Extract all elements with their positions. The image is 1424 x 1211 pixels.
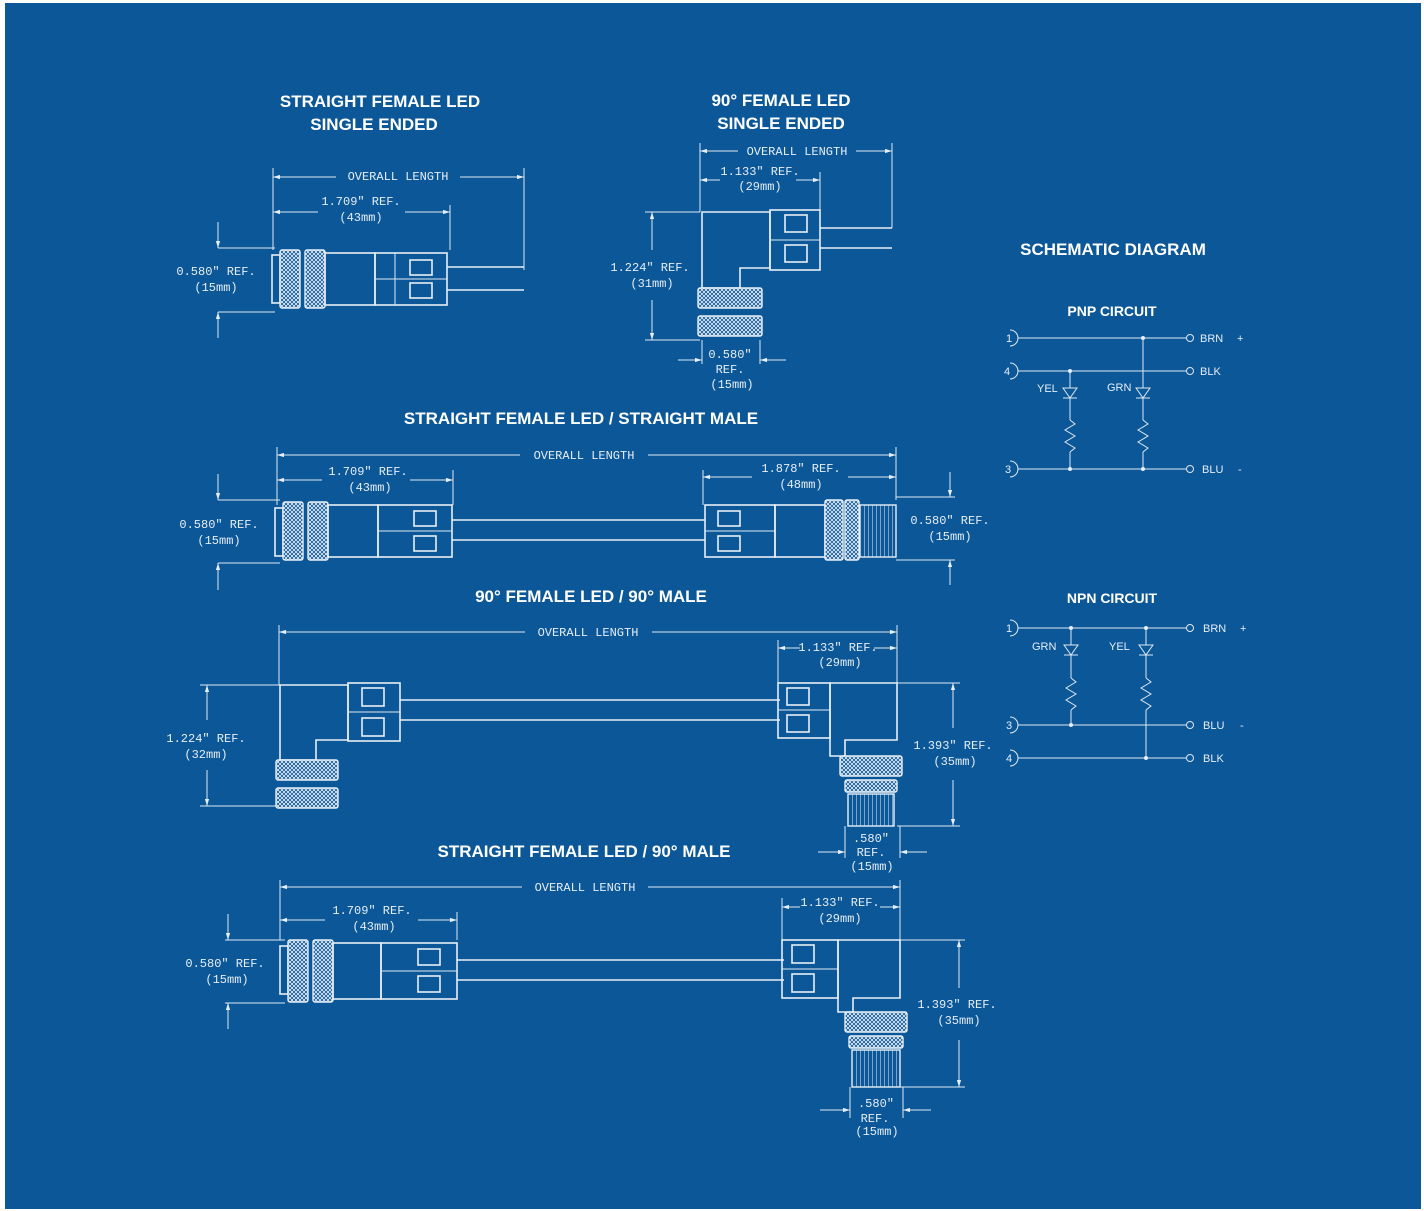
pnp-pin-4: 4 (1004, 366, 1010, 378)
right-diameter-ref-mm: (15mm) (928, 530, 971, 544)
diameter-ref: 0.580" (708, 348, 751, 362)
pnp-led-yel: YEL (1037, 383, 1058, 395)
left-diameter-ref: 0.580" REF. (185, 957, 264, 971)
ninety-female-single-ended: 90° FEMALE LED SINGLE ENDED OVERALL LENG… (610, 91, 893, 392)
left-diameter-ref-mm: (15mm) (197, 534, 240, 548)
ninety-female-ninety-male: 90° FEMALE LED / 90° MALE OVERALL LENGTH… (166, 587, 992, 874)
left-height-ref: 1.224" REF. (166, 732, 245, 746)
npn-led-grn: GRN (1032, 641, 1057, 653)
npn-wire-blk: BLK (1203, 753, 1224, 765)
npn-title: NPN CIRCUIT (1067, 590, 1158, 606)
npn-minus: - (1240, 720, 1244, 732)
left-length-ref: 1.709" REF. (328, 465, 407, 479)
npn-circuit: NPN CIRCUIT 1 3 4 BRN + BLU - BLK (1006, 590, 1246, 767)
diameter-ref-mm: (15mm) (194, 281, 237, 295)
right-height-ref-mm: (35mm) (937, 1014, 980, 1028)
right-length-ref-mm: (29mm) (818, 912, 861, 926)
npn-pin-3: 3 (1006, 720, 1012, 732)
pnp-wire-blu: BLU (1202, 464, 1223, 476)
npn-wire-brn: BRN (1203, 623, 1226, 635)
right-height-ref: 1.393" REF. (917, 998, 996, 1012)
overall-length-label: OVERALL LENGTH (535, 881, 636, 895)
section-title: STRAIGHT FEMALE LED / 90° MALE (438, 842, 731, 861)
right-length-ref: 1.133" REF. (800, 896, 879, 910)
diameter-ref-mm: (15mm) (850, 860, 893, 874)
length-ref: 1.709" REF. (321, 195, 400, 209)
pnp-plus: + (1237, 333, 1243, 345)
diameter-ref-label: REF. (857, 846, 886, 860)
right-length-ref-mm: (48mm) (779, 478, 822, 492)
length-ref-mm: (29mm) (738, 180, 781, 194)
title-line-1: STRAIGHT FEMALE LED (280, 92, 480, 111)
npn-pin-4: 4 (1006, 753, 1012, 765)
straight-female-ninety-male: STRAIGHT FEMALE LED / 90° MALE OVERALL L… (185, 842, 996, 1139)
diameter-ref-label: REF. (861, 1112, 890, 1126)
height-ref-mm: (31mm) (630, 277, 673, 291)
left-diameter-ref: 0.580" REF. (179, 518, 258, 532)
length-ref-mm: (43mm) (339, 211, 382, 225)
right-height-ref-mm: (35mm) (933, 755, 976, 769)
pnp-led-grn: GRN (1107, 382, 1132, 394)
left-length-ref-mm: (43mm) (348, 481, 391, 495)
blueprint-background (5, 3, 1421, 1209)
overall-length-label: OVERALL LENGTH (348, 170, 449, 184)
npn-wire-blu: BLU (1203, 720, 1224, 732)
left-length-ref: 1.709" REF. (332, 904, 411, 918)
npn-plus: + (1240, 623, 1246, 635)
pnp-wire-blk: BLK (1200, 366, 1221, 378)
title-line-1: 90° FEMALE LED (711, 91, 850, 110)
pnp-wire-brn: BRN (1200, 333, 1223, 345)
section-title: 90° FEMALE LED / 90° MALE (475, 587, 707, 606)
overall-length-label: OVERALL LENGTH (747, 145, 848, 159)
npn-led-yel: YEL (1109, 641, 1130, 653)
length-ref: 1.133" REF. (720, 165, 799, 179)
right-diameter-ref: 0.580" REF. (910, 514, 989, 528)
pnp-pin-1: 1 (1006, 333, 1012, 345)
left-length-ref-mm: (43mm) (352, 920, 395, 934)
left-height-ref-mm: (32mm) (184, 748, 227, 762)
title-line-2: SINGLE ENDED (310, 115, 438, 134)
diameter-ref-mm: (15mm) (710, 378, 753, 392)
overall-length-label: OVERALL LENGTH (538, 626, 639, 640)
schematic-diagram: SCHEMATIC DIAGRAM PNP CIRCUIT 1 4 3 BRN … (1004, 240, 1246, 767)
diameter-ref: .580" (853, 832, 889, 846)
pnp-pin-3: 3 (1005, 464, 1011, 476)
schematic-title: SCHEMATIC DIAGRAM (1020, 240, 1206, 259)
diameter-ref-mm: (15mm) (855, 1125, 898, 1139)
length-ref-mm: (29mm) (818, 656, 861, 670)
pnp-title: PNP CIRCUIT (1067, 303, 1157, 319)
overall-length-label: OVERALL LENGTH (534, 449, 635, 463)
title-line-2: SINGLE ENDED (717, 114, 845, 133)
diameter-ref: .580" (858, 1097, 894, 1111)
npn-pin-1: 1 (1006, 623, 1012, 635)
right-length-ref: 1.878" REF. (761, 462, 840, 476)
right-height-ref: 1.393" REF. (913, 739, 992, 753)
length-ref: 1.133" REF. (798, 641, 877, 655)
straight-female-straight-male: STRAIGHT FEMALE LED / STRAIGHT MALE OVER… (179, 409, 990, 590)
diameter-ref-label: REF. (716, 363, 745, 377)
section-title: STRAIGHT FEMALE LED / STRAIGHT MALE (404, 409, 758, 428)
straight-female-single-ended: STRAIGHT FEMALE LED SINGLE ENDED OVERALL… (176, 92, 525, 338)
pnp-circuit: PNP CIRCUIT 1 4 3 BRN + BLK BLU - (1004, 303, 1243, 478)
diameter-ref: 0.580" REF. (176, 265, 255, 279)
height-ref: 1.224" REF. (610, 261, 689, 275)
left-diameter-ref-mm: (15mm) (205, 973, 248, 987)
pnp-minus: - (1238, 464, 1242, 476)
